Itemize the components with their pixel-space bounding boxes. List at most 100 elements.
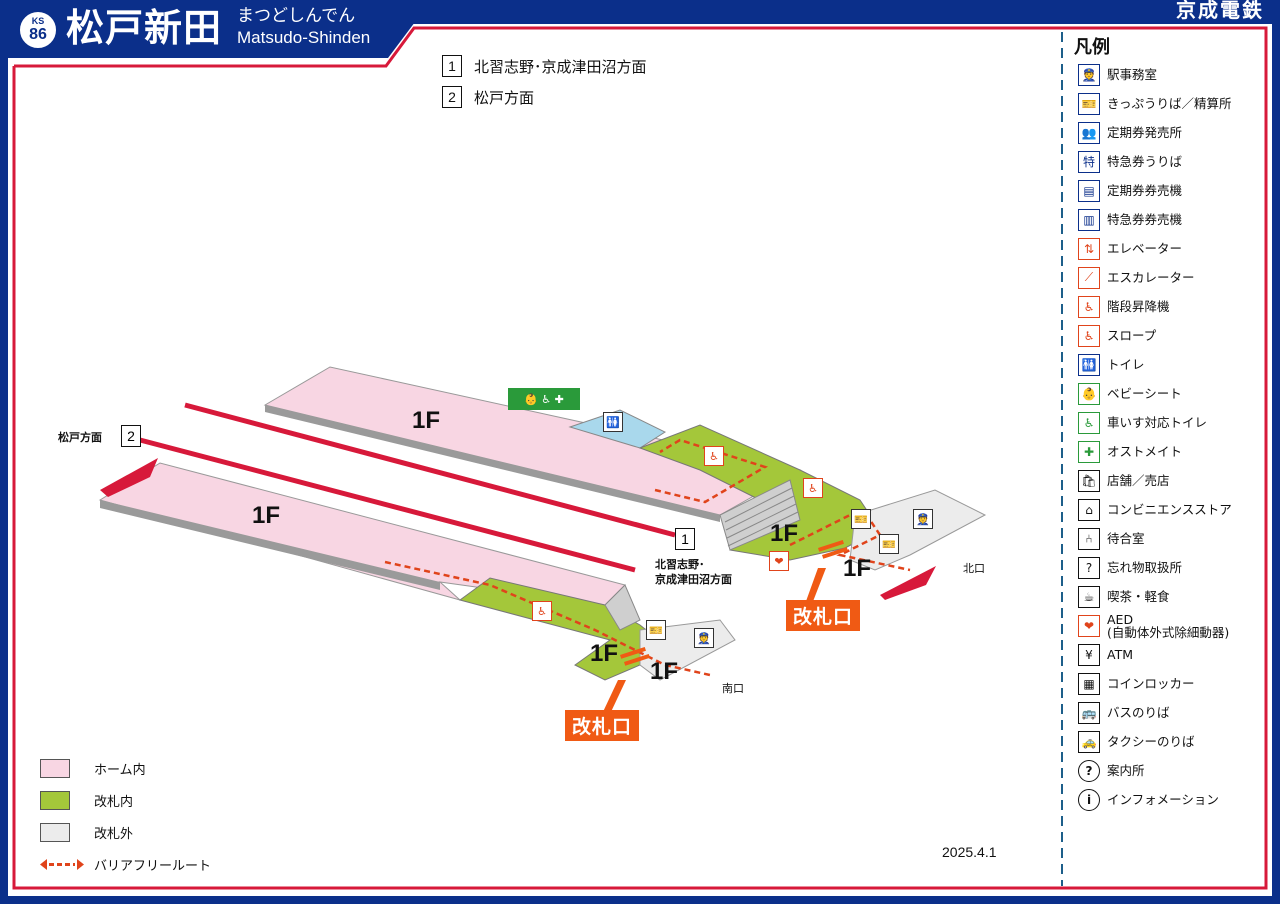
platform-1-number: 1 <box>675 528 695 550</box>
slope-icon: ♿ <box>704 446 724 466</box>
station-map <box>98 366 987 714</box>
platform-2-number: 2 <box>121 425 141 447</box>
ticket-office-icon: 🎫 <box>851 509 871 529</box>
legend-label: 階段昇降機 <box>1107 298 1170 314</box>
north-exit-label: 北口 <box>963 562 985 575</box>
area-legend-item: バリアフリールート <box>40 848 211 880</box>
legend-label: 案内所 <box>1107 762 1145 778</box>
area-legend-item: ホーム内 <box>40 752 211 784</box>
cafe-icon: ☕ <box>1078 585 1100 608</box>
legend-item: ✚オストメイト <box>1078 437 1268 466</box>
upper-stairs <box>719 479 801 551</box>
station-roman: Matsudo-Shinden <box>237 28 371 47</box>
legend-label: きっぷうりば／精算所 <box>1107 95 1232 111</box>
pass-vending-machine-icon: ▤ <box>1078 179 1100 202</box>
legend-label: ベビーシート <box>1107 385 1182 401</box>
area-legend-label: ホーム内 <box>94 762 146 778</box>
area-legend-label: 改札外 <box>94 826 134 842</box>
legend-label: インフォメーション <box>1107 791 1219 807</box>
accessible-toilet-icon: ♿ <box>1078 411 1100 434</box>
ticket-office-icon: 🎫 <box>646 620 666 640</box>
legend-label: エスカレーター <box>1107 269 1195 285</box>
floor-label-lower-outgate: 1F <box>650 658 679 685</box>
aed-icon: ❤ <box>769 551 789 571</box>
commuter-pass-office-icon: 👥 <box>1078 121 1100 144</box>
legend-label: タクシーのりば <box>1107 733 1195 749</box>
legend-label: ATM <box>1107 646 1134 662</box>
legend-item: 特特急券うりば <box>1078 147 1268 176</box>
direction-number: 1 <box>442 55 462 77</box>
ticket-office-icon: 🎫 <box>879 534 899 554</box>
toilet-icon: 🚻 <box>1078 353 1100 376</box>
legend-item: ¥ ATM <box>1078 640 1268 669</box>
lower-track <box>139 437 636 573</box>
legend-item: 🛍店舗／売店 <box>1078 466 1268 495</box>
direction-list: 1 北習志野･京成津田沼方面 2 松戸方面 <box>442 52 647 114</box>
legend-item: ♿ 階段昇降機 <box>1078 292 1268 321</box>
ticket-office-icon: 🎫 <box>1078 92 1100 115</box>
direction-label: 松戸方面 <box>474 88 535 107</box>
station-name: 松戸新田 <box>66 6 223 50</box>
direction-label: 北習志野･京成津田沼方面 <box>474 57 647 76</box>
legend-label: 喫茶・軽食 <box>1107 588 1170 604</box>
slope-icon: ♿ <box>803 478 823 498</box>
legend-list: 👮駅事務室🎫きっぷうりば／精算所👥定期券発売所特特急券うりば▤定期券券売機▥特急… <box>1078 60 1268 814</box>
platform-1-direction-line1: 北習志野･ <box>655 558 705 571</box>
barrier-free-route-upper-2 <box>789 513 911 572</box>
stair-lift-icon: ♿ <box>1078 295 1100 318</box>
station-kana: まつどしんでん <box>237 6 356 26</box>
legend-label: 定期券発売所 <box>1107 124 1183 140</box>
slope-icon: ♿ <box>1078 324 1100 347</box>
legend-item: ⌂コンビニエンスストア <box>1078 495 1268 524</box>
station-office-icon: 👮 <box>1078 63 1100 86</box>
convenience-store-icon: ⌂ <box>1078 498 1100 521</box>
line-code: KS <box>31 16 45 26</box>
legend-item: i インフォメーション <box>1078 785 1268 814</box>
company-logo: 京成電鉄 <box>1176 0 1264 22</box>
waiting-room-icon: ⑃ <box>1078 527 1100 550</box>
south-ticket-gate-label: 改札口 <box>565 710 640 741</box>
outgate-area-swatch <box>40 822 70 842</box>
area-legend-item: 改札内 <box>40 784 211 816</box>
direction-number: 2 <box>442 86 462 108</box>
atm-icon: ¥ <box>1078 643 1100 666</box>
legend-item: ⟋ エスカレーター <box>1078 263 1268 292</box>
area-legend-label: 改札内 <box>94 794 134 810</box>
legend-item: 👮 駅事務室 <box>1078 60 1268 89</box>
legend-label: 特急券うりば <box>1107 153 1183 169</box>
legend-item: ▦コインロッカー <box>1078 669 1268 698</box>
legend-item: ? 忘れ物取扱所 <box>1078 553 1268 582</box>
legend-item: ⇅ エレベーター <box>1078 234 1268 263</box>
direction-item: 2 松戸方面 <box>442 83 647 111</box>
legend-item: ▤ 定期券券売機 <box>1078 176 1268 205</box>
legend-label: 待合室 <box>1107 530 1145 546</box>
escalator-icon: ⟋ <box>1078 266 1100 289</box>
matsudo-direction-label: 松戸方面 <box>58 431 102 444</box>
legend-item: ♿ 車いす対応トイレ <box>1078 408 1268 437</box>
legend-label: エレベーター <box>1107 240 1183 256</box>
legend-label: 駅事務室 <box>1107 66 1158 82</box>
information-i-icon: i <box>1078 788 1100 811</box>
information-question-icon: ? <box>1078 759 1100 782</box>
legend-label: 車いす対応トイレ <box>1107 414 1208 430</box>
lost-and-found-icon: ? <box>1078 556 1100 579</box>
station-number: 86 <box>29 26 47 43</box>
lower-platform <box>98 462 626 606</box>
legend-label: 定期券券売機 <box>1107 182 1183 198</box>
toilet-facility-icons: 👶 ♿ ✚ <box>508 388 580 410</box>
legend-label: 忘れ物取扱所 <box>1107 559 1183 575</box>
matsudo-direction-arrow <box>100 458 158 497</box>
legend-item: ❤AED (自動体外式除細動器) <box>1078 611 1268 640</box>
elevator-icon: ⇅ <box>1078 237 1100 260</box>
legend-item: 🎫 きっぷうりば／精算所 <box>1078 89 1268 118</box>
toilet-icon: 🚻 <box>603 412 623 432</box>
slope-icon: ♿ <box>532 601 552 621</box>
floor-label-upper-platform: 1F <box>412 407 441 434</box>
barrier-free-route-swatch <box>40 858 84 870</box>
legend-item: 🚕タクシーのりば <box>1078 727 1268 756</box>
bus-icon: 🚌 <box>1078 701 1100 724</box>
shop-icon: 🛍 <box>1078 469 1100 492</box>
floor-label-lower-ingate: 1F <box>590 640 619 667</box>
legend-item: 👶ベビーシート <box>1078 379 1268 408</box>
floor-label-upper-ingate: 1F <box>770 520 799 547</box>
